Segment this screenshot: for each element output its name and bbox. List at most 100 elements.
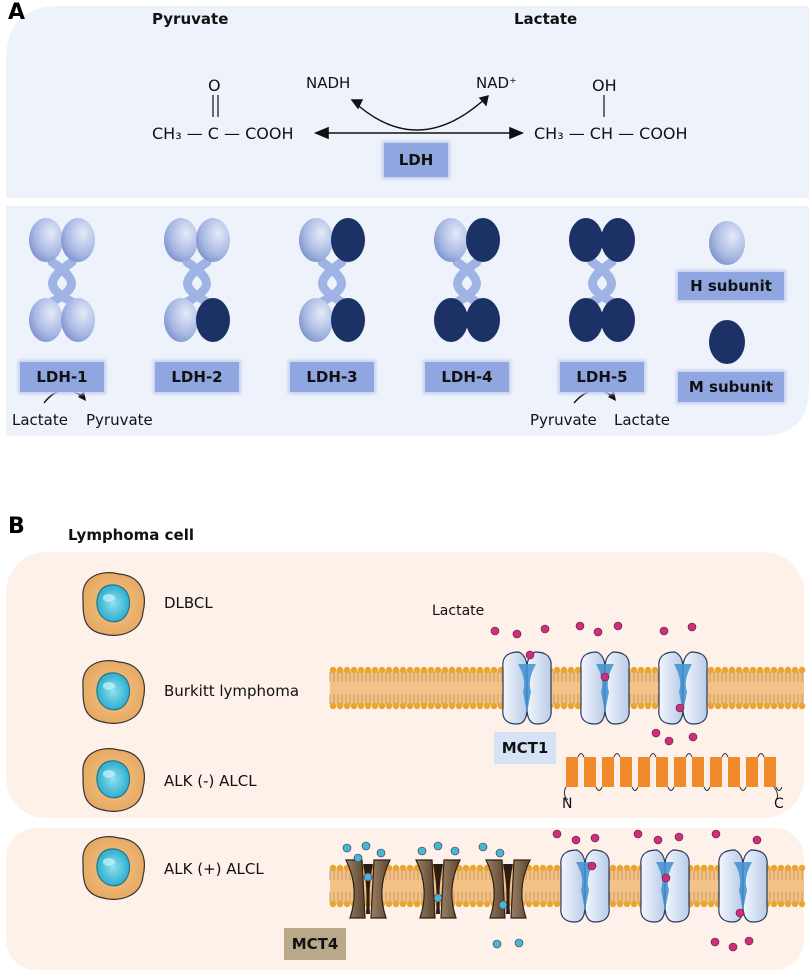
mct4-substrate-molecule bbox=[361, 841, 371, 851]
m-subunit-icon bbox=[466, 298, 500, 342]
cell-label-alk-positive: ALK (+) ALCL bbox=[164, 860, 264, 878]
ldh1-from-label: Lactate bbox=[12, 411, 68, 429]
m-subunit-icon bbox=[331, 218, 365, 262]
lactate-molecule bbox=[735, 908, 745, 918]
lactate-molecule bbox=[613, 621, 623, 631]
mct4-transporter-icon bbox=[415, 859, 461, 919]
m-subunit-icon bbox=[196, 298, 230, 342]
mct4-substrate-molecule bbox=[353, 853, 363, 863]
lactate-molecule bbox=[633, 829, 643, 839]
panel-a-top-bg bbox=[6, 6, 809, 198]
lactate-molecule bbox=[593, 627, 603, 637]
isozyme-5-icon bbox=[569, 218, 635, 342]
mct1-transporter-icon bbox=[502, 651, 552, 725]
ldh-2-label: LDH-2 bbox=[155, 362, 239, 392]
lymphoma-cell-title: Lymphoma cell bbox=[68, 526, 194, 544]
lactate-molecule bbox=[525, 650, 535, 660]
lactate-molecule bbox=[575, 621, 585, 631]
lactate-molecule bbox=[744, 936, 754, 946]
lactate-molecule bbox=[752, 835, 762, 845]
lactate-molecule bbox=[711, 829, 721, 839]
mct1-topology-diagram bbox=[563, 753, 783, 801]
lymphoma-cell-icon bbox=[82, 572, 145, 636]
mct1-transporter-icon bbox=[560, 849, 610, 923]
lactate-label: Lactate bbox=[432, 603, 485, 619]
m-subunit-icon bbox=[601, 218, 635, 262]
h-subunit-icon bbox=[61, 218, 95, 262]
panel-b-letter: B bbox=[8, 514, 25, 539]
cell-label-burkitt: Burkitt lymphoma bbox=[164, 682, 300, 700]
pyruvate-double-bond bbox=[212, 95, 219, 117]
lymphoma-cell-icon bbox=[82, 748, 145, 812]
m-subunit-icon bbox=[569, 218, 603, 262]
lactate-molecule bbox=[710, 937, 720, 947]
isozyme-1-icon bbox=[29, 218, 95, 342]
ldh5-to-label: Lactate bbox=[614, 411, 670, 429]
c-terminus-label: C bbox=[774, 796, 784, 812]
m-subunit-icon bbox=[331, 298, 365, 342]
h-subunit-icon bbox=[164, 298, 198, 342]
mct4-substrate-molecule bbox=[514, 938, 524, 948]
cofactor-arrow bbox=[350, 95, 489, 131]
mct4-substrate-molecule bbox=[498, 900, 508, 910]
ldh1-arrowhead bbox=[78, 391, 86, 401]
lactate-molecule bbox=[687, 622, 697, 632]
isozyme-4-icon bbox=[434, 218, 500, 342]
mct4-substrate-molecule bbox=[433, 893, 443, 903]
h-subunit-icon bbox=[196, 218, 230, 262]
h-subunit-icon bbox=[164, 218, 198, 262]
mct1-label: MCT1 bbox=[494, 732, 556, 764]
n-terminus-label: N bbox=[562, 796, 573, 812]
cell-label-dlbcl: DLBCL bbox=[164, 594, 213, 612]
pyruvate-oxygen: O bbox=[208, 76, 221, 95]
lactate-hydroxyl: OH bbox=[592, 76, 617, 95]
h-subunit-icon bbox=[29, 298, 63, 342]
lactate-title: Lactate bbox=[514, 10, 578, 28]
pyruvate-formula: CH₃ — C — COOH bbox=[152, 124, 294, 143]
mct4-substrate-molecule bbox=[417, 846, 427, 856]
lactate-formula: CH₃ — CH — COOH bbox=[534, 124, 688, 143]
mct1-transporter-icon bbox=[580, 651, 630, 725]
lactate-molecule bbox=[590, 833, 600, 843]
lactate-molecule bbox=[490, 626, 500, 636]
m-subunit-icon bbox=[434, 298, 468, 342]
m-subunit-icon bbox=[466, 218, 500, 262]
mct4-substrate-molecule bbox=[450, 846, 460, 856]
lactate-molecule bbox=[688, 732, 698, 742]
m-subunit-icon bbox=[601, 298, 635, 342]
ldh-enzyme-box: LDH bbox=[384, 143, 448, 177]
mct4-substrate-molecule bbox=[492, 939, 502, 949]
mct4-substrate-molecule bbox=[478, 842, 488, 852]
mct4-substrate-molecule bbox=[433, 841, 443, 851]
isozyme-2-icon bbox=[164, 218, 230, 342]
mct4-substrate-molecule bbox=[376, 848, 386, 858]
lactate-molecule bbox=[653, 835, 663, 845]
h-subunit-label: H subunit bbox=[678, 272, 784, 300]
lactate-molecule bbox=[659, 626, 669, 636]
nadh-label: NADH bbox=[306, 74, 351, 92]
panel-a-letter: A bbox=[8, 0, 26, 25]
lactate-molecule bbox=[675, 703, 685, 713]
mct1-transporter-icon bbox=[658, 651, 708, 725]
lactate-molecule bbox=[512, 629, 522, 639]
ldh5-from-label: Pyruvate bbox=[530, 411, 597, 429]
reaction-arrow bbox=[313, 126, 525, 140]
ldh-4-label: LDH-4 bbox=[425, 362, 509, 392]
lymphoma-cell-icon bbox=[82, 836, 145, 900]
lactate-molecule bbox=[664, 736, 674, 746]
isozyme-3-icon bbox=[299, 218, 365, 342]
lactate-molecule bbox=[552, 829, 562, 839]
ldh5-arrowhead bbox=[608, 391, 616, 401]
mct1-transporter-icon bbox=[718, 849, 768, 923]
mct4-substrate-molecule bbox=[342, 843, 352, 853]
h-subunit-icon bbox=[299, 298, 333, 342]
lactate-molecule bbox=[587, 861, 597, 871]
mct1-transporter-icon bbox=[640, 849, 690, 923]
lactate-molecule bbox=[540, 624, 550, 634]
mct4-substrate-molecule bbox=[495, 848, 505, 858]
m-subunit-icon bbox=[709, 320, 745, 364]
lactate-molecule bbox=[674, 832, 684, 842]
mct4-substrate-molecule bbox=[363, 872, 373, 882]
lactate-molecule bbox=[728, 942, 738, 952]
ldh-3-label: LDH-3 bbox=[290, 362, 374, 392]
